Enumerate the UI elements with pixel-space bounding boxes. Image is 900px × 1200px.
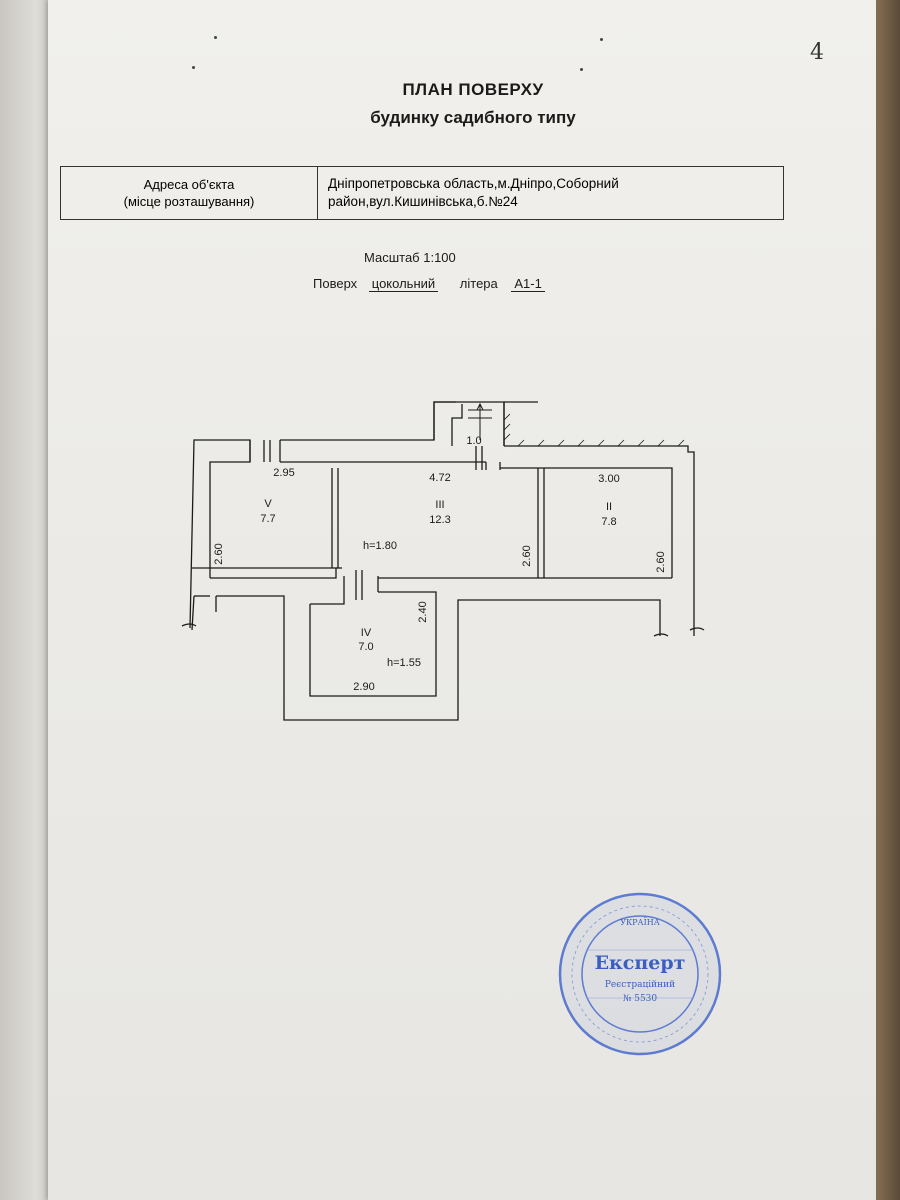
room-iii-number: III [435, 499, 444, 511]
dim-room-v-width: 2.95 [273, 467, 294, 479]
address-value-cell: Дніпропетровська область,м.Дніпро,Соборн… [318, 167, 783, 219]
dim-room-iii-depth: 2.60 [521, 545, 533, 566]
ground-hatch [503, 413, 685, 447]
address-value-line2: район,вул.Кишинівська,б.№24 [328, 194, 518, 209]
page-number: 4 [810, 40, 824, 65]
speck [600, 38, 603, 41]
scale-text: Масштаб 1:100 [364, 250, 456, 265]
room-i-area: 1.0 [466, 435, 481, 447]
dim-room-iii-width: 4.72 [429, 472, 450, 484]
speck [580, 68, 583, 71]
room-v-number: V [264, 498, 272, 510]
floor-row: Поверх цокольний літера А1-1 [313, 276, 545, 292]
address-label: Адреса об'єкта [143, 177, 235, 192]
dim-room-ii-depth: 2.60 [655, 551, 667, 572]
plan-walls [181, 401, 705, 721]
address-label-cell: Адреса об'єкта (місце розташування) [61, 167, 318, 219]
dim-room-iv-width: 2.90 [353, 681, 374, 693]
dim-room-v-depth: 2.60 [213, 543, 225, 564]
floor-plan: I 1.0 V 7.7 III 12.3 II 7.8 IV 7.0 2.95 … [181, 401, 705, 721]
litera-label: літера [459, 276, 498, 291]
stamp-reg-number: № 5530 [622, 994, 658, 1004]
speck [192, 66, 195, 69]
document-subtitle: будинку садибного типу [370, 108, 576, 127]
room-iv-number: IV [361, 627, 372, 639]
room-ii-area: 7.8 [601, 516, 616, 528]
room-v-area: 7.7 [260, 513, 275, 525]
dim-room-ii-width: 3.00 [598, 473, 619, 485]
address-table: Адреса об'єкта (місце розташування) Дніп… [60, 166, 784, 220]
floor-label: Поверх [313, 276, 358, 291]
speck [214, 36, 217, 39]
table-background [872, 0, 900, 1200]
room-ii-number: II [606, 501, 612, 513]
stamp-reg-label: Реєстраційний [604, 980, 676, 990]
stamp-title: Експерт [594, 952, 686, 974]
stamp-rings-icon [558, 892, 722, 1056]
address-value-line1: Дніпропетровська область,м.Дніпро,Соборн… [328, 176, 619, 191]
floor-value: цокольний [368, 276, 439, 292]
stair-arrow [468, 402, 492, 440]
expert-stamp: УКРАЇНА Експерт Реєстраційний № 5530 [556, 890, 724, 1058]
room-i-number: I [478, 424, 481, 436]
document-title: ПЛАН ПОВЕРХУ [402, 80, 544, 99]
room-iii-area: 12.3 [429, 514, 450, 526]
address-label-note: (місце розташування) [123, 194, 255, 209]
stamp-country: УКРАЇНА [620, 918, 660, 927]
document-sheet: 4 ПЛАН ПОВЕРХУ будинку садибного типу Ад… [48, 0, 876, 1200]
height-room-iv: h=1.55 [387, 657, 421, 669]
room-iv-area: 7.0 [358, 641, 373, 653]
height-main: h=1.80 [363, 540, 397, 552]
litera-value: А1-1 [511, 276, 545, 292]
dim-room-iv-depth: 2.40 [417, 601, 429, 622]
